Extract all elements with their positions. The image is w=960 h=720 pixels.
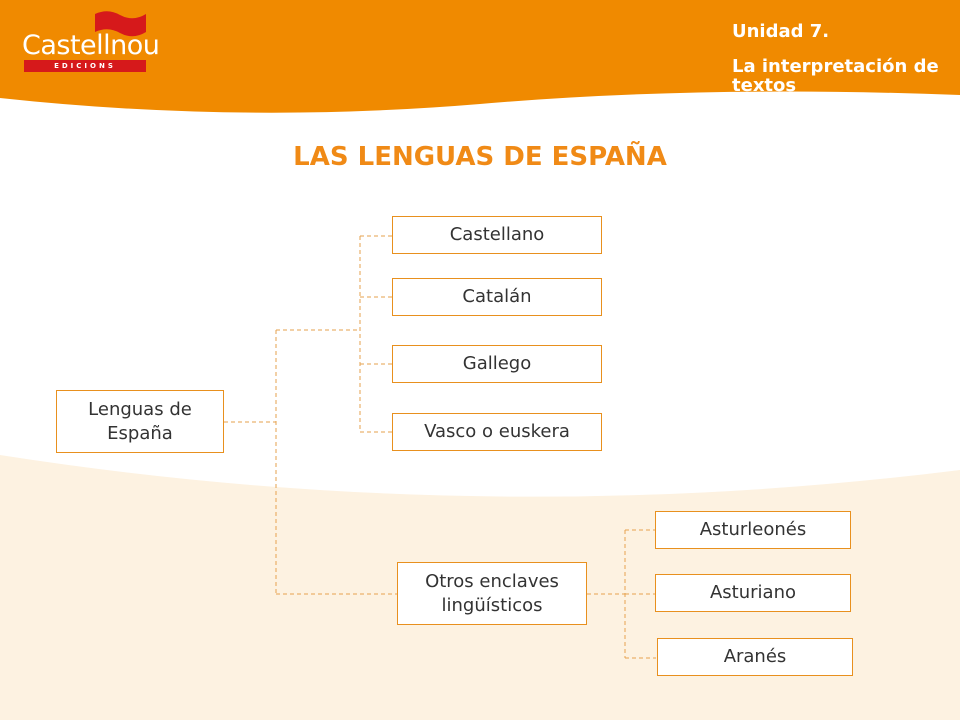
node-language-gallego: Gallego xyxy=(392,345,602,383)
page-title: LAS LENGUAS DE ESPAÑA xyxy=(293,142,667,172)
logo-flag xyxy=(95,11,146,37)
node-root: Lenguas de España xyxy=(56,390,224,453)
node-enclave-asturiano: Asturiano xyxy=(655,574,851,612)
unit-subtitle: La interpretación de textos xyxy=(732,56,939,96)
header-band xyxy=(0,0,960,113)
castellnou-logo: Castellnou EDICIONS xyxy=(20,8,160,74)
unit-title: Unidad 7. xyxy=(732,21,830,42)
node-language-catalan: Catalán xyxy=(392,278,602,316)
node-other-enclaves: Otros enclaves lingüísticos xyxy=(397,562,587,625)
node-language-castellano: Castellano xyxy=(392,216,602,254)
node-language-vasco: Vasco o euskera xyxy=(392,413,602,451)
logo-band: EDICIONS xyxy=(24,60,146,72)
unit-heading: Unidad 7. La interpretación de textos xyxy=(732,22,947,95)
node-enclave-asturleones: Asturleonés xyxy=(655,511,851,549)
node-enclave-aranes: Aranés xyxy=(657,638,853,676)
logo-wordmark: Castellnou xyxy=(22,30,160,61)
